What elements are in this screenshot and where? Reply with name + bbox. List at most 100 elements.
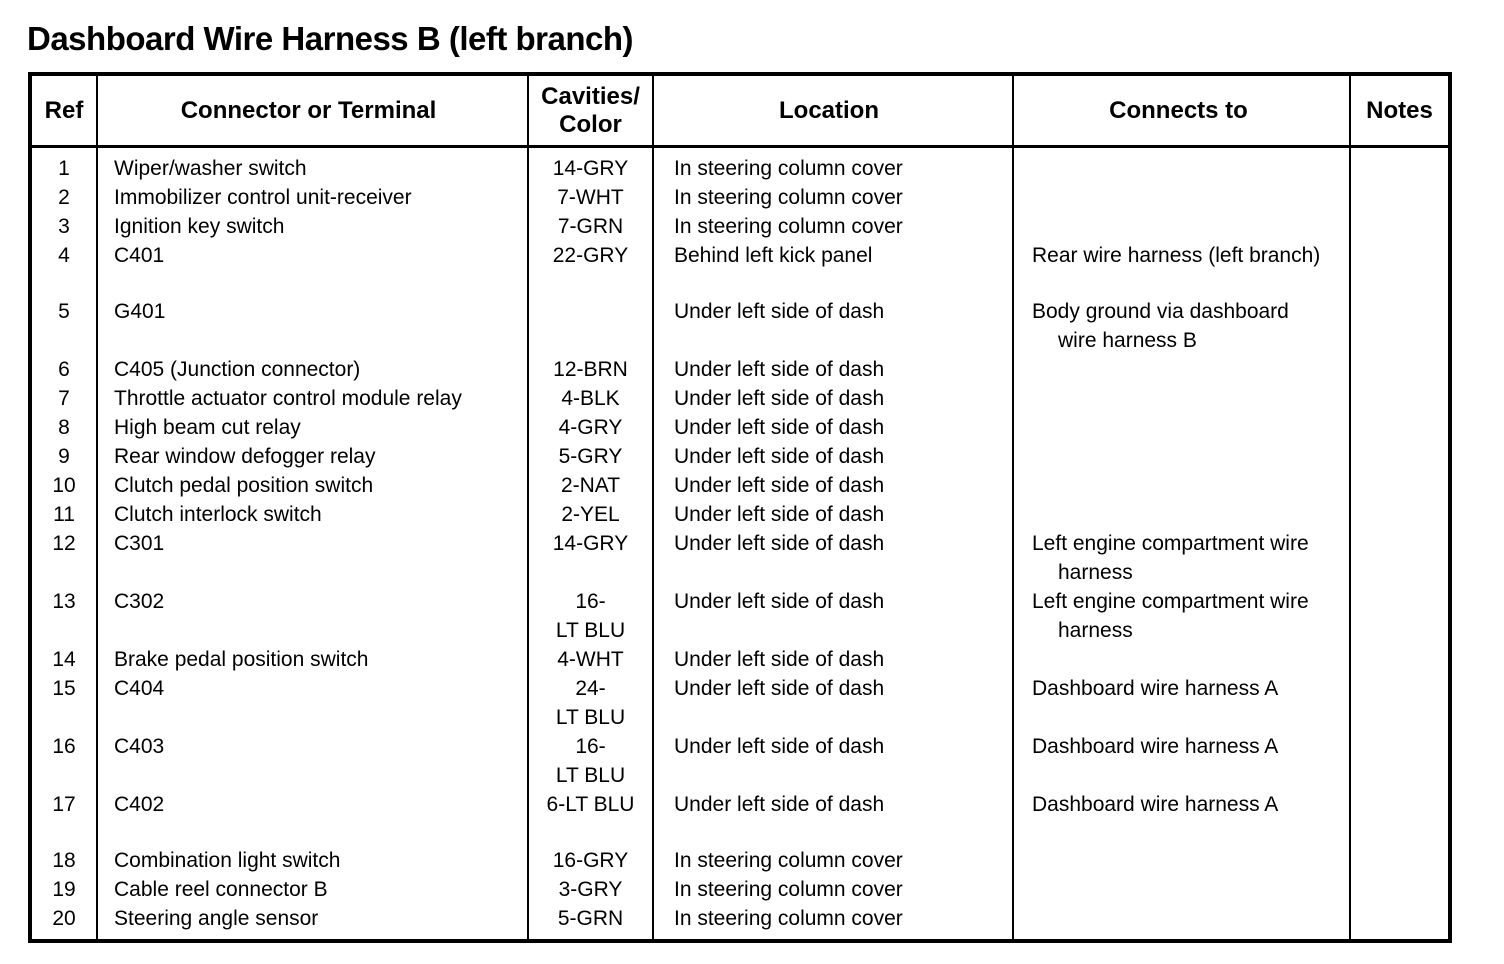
cell-connects: Dashboard wire harness A (1014, 790, 1351, 819)
table-top-pad-row-cell (654, 148, 1014, 154)
cell-notes (1351, 645, 1448, 674)
cell-location: In steering column cover (654, 183, 1014, 212)
cell-notes (1351, 355, 1448, 384)
table-spacer-row-cell (529, 270, 654, 297)
cell-ref: 1 (32, 154, 98, 183)
table-spacer-row-cell (32, 270, 98, 297)
cell-ref: 15 (32, 674, 98, 732)
table-top-pad-row-cell (1014, 148, 1351, 154)
cell-cavities (529, 297, 654, 355)
cell-connector: Immobilizer control unit-receiver (98, 183, 529, 212)
cell-notes (1351, 674, 1448, 732)
table-top-pad-row-cell (98, 148, 529, 154)
cell-connects (1014, 875, 1351, 904)
cell-connector: Cable reel connector B (98, 875, 529, 904)
cell-location: Under left side of dash (654, 587, 1014, 645)
cell-connector: C402 (98, 790, 529, 819)
cell-connector: C401 (98, 241, 529, 270)
cell-connector: Ignition key switch (98, 212, 529, 241)
table-spacer-row-cell (32, 819, 98, 846)
cell-connects (1014, 645, 1351, 674)
cell-cavities: 3-GRY (529, 875, 654, 904)
cell-connects (1014, 442, 1351, 471)
page-title: Dashboard Wire Harness B (left branch) (27, 20, 634, 57)
column-header-location: Location (654, 76, 1014, 148)
cell-cavities: 7-WHT (529, 183, 654, 212)
cell-ref: 13 (32, 587, 98, 645)
cell-connects (1014, 500, 1351, 529)
cell-cavities: 2-YEL (529, 500, 654, 529)
cell-ref: 12 (32, 529, 98, 587)
cell-location: In steering column cover (654, 875, 1014, 904)
cell-ref: 16 (32, 732, 98, 790)
cell-notes (1351, 154, 1448, 183)
cell-cavities: 6-LT BLU (529, 790, 654, 819)
cell-connector: Clutch interlock switch (98, 500, 529, 529)
table-spacer-row-cell (1014, 270, 1351, 297)
cell-connects: Rear wire harness (left branch) (1014, 241, 1351, 270)
cell-notes (1351, 846, 1448, 875)
cell-connects: Body ground via dashboard wire harness B (1014, 297, 1351, 355)
cell-connector: G401 (98, 297, 529, 355)
table-bottom-pad-row-cell (1351, 933, 1448, 939)
cell-location: In steering column cover (654, 154, 1014, 183)
cell-connector: C404 (98, 674, 529, 732)
cell-cavities: 24- LT BLU (529, 674, 654, 732)
cell-cavities: 5-GRY (529, 442, 654, 471)
cell-connects: Left engine compartment wire harness (1014, 587, 1351, 645)
table-spacer-row-cell (1351, 270, 1448, 297)
cell-notes (1351, 212, 1448, 241)
cell-connector: Wiper/washer switch (98, 154, 529, 183)
cell-connects (1014, 384, 1351, 413)
cell-cavities: 22-GRY (529, 241, 654, 270)
cell-location: Under left side of dash (654, 500, 1014, 529)
cell-notes (1351, 875, 1448, 904)
cell-notes (1351, 732, 1448, 790)
cell-connector: Combination light switch (98, 846, 529, 875)
cell-notes (1351, 384, 1448, 413)
cell-location: In steering column cover (654, 904, 1014, 933)
cell-connects (1014, 212, 1351, 241)
cell-ref: 6 (32, 355, 98, 384)
cell-location: Under left side of dash (654, 413, 1014, 442)
cell-ref: 3 (32, 212, 98, 241)
cell-connects (1014, 355, 1351, 384)
cell-cavities: 4-GRY (529, 413, 654, 442)
table-spacer-row-cell (98, 819, 529, 846)
cell-notes (1351, 587, 1448, 645)
cell-connector: C405 (Junction connector) (98, 355, 529, 384)
cell-ref: 2 (32, 183, 98, 212)
table-top-pad-row-cell (32, 148, 98, 154)
cell-cavities: 16-GRY (529, 846, 654, 875)
cell-ref: 19 (32, 875, 98, 904)
cell-location: Under left side of dash (654, 442, 1014, 471)
cell-location: In steering column cover (654, 212, 1014, 241)
cell-cavities: 5-GRN (529, 904, 654, 933)
cell-connector: C403 (98, 732, 529, 790)
cell-location: Under left side of dash (654, 529, 1014, 587)
table-spacer-row-cell (1351, 819, 1448, 846)
table-top-pad-row-cell (529, 148, 654, 154)
cell-connects: Left engine compartment wire harness (1014, 529, 1351, 587)
table-bottom-pad-row-cell (529, 933, 654, 939)
cell-connector: C301 (98, 529, 529, 587)
cell-location: Under left side of dash (654, 732, 1014, 790)
column-header-connector: Connector or Terminal (98, 76, 529, 148)
cell-connects (1014, 904, 1351, 933)
cell-cavities: 16- LT BLU (529, 587, 654, 645)
cell-location: Under left side of dash (654, 355, 1014, 384)
cell-connector: C302 (98, 587, 529, 645)
cell-connects (1014, 413, 1351, 442)
cell-ref: 9 (32, 442, 98, 471)
cell-cavities: 2-NAT (529, 471, 654, 500)
cell-notes (1351, 442, 1448, 471)
cell-notes (1351, 241, 1448, 270)
cell-notes (1351, 500, 1448, 529)
cell-connects: Dashboard wire harness A (1014, 674, 1351, 732)
cell-connector: Steering angle sensor (98, 904, 529, 933)
column-header-cavities: Cavities/ Color (529, 76, 654, 148)
cell-cavities: 12-BRN (529, 355, 654, 384)
cell-location: Under left side of dash (654, 645, 1014, 674)
table-spacer-row-cell (98, 270, 529, 297)
